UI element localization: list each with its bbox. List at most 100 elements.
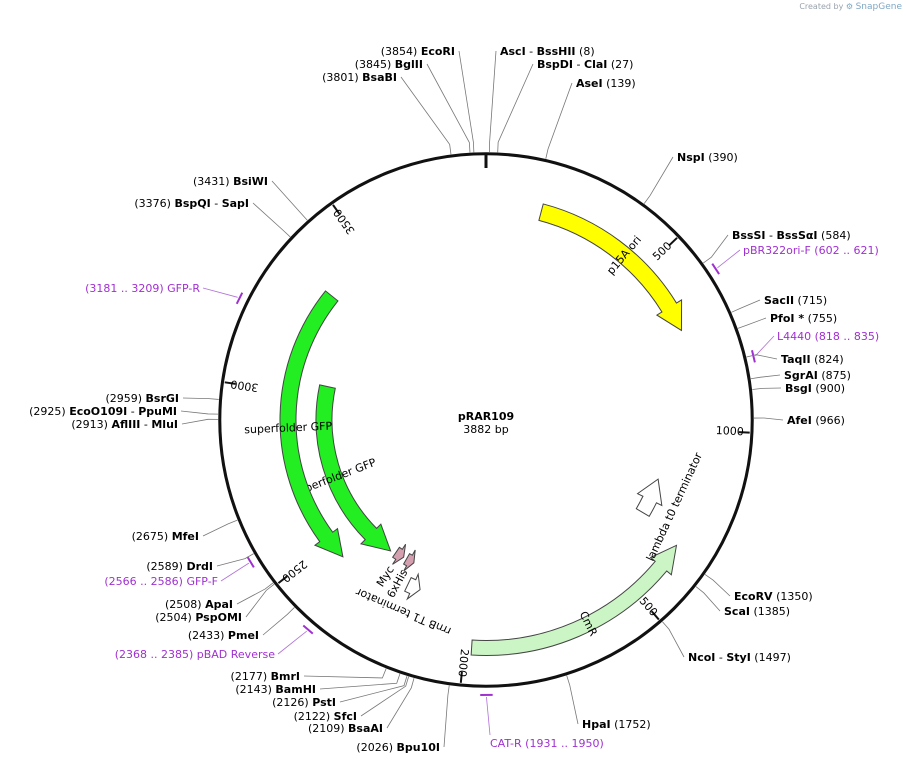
primer-pbr322ori-f[interactable]: pBR322ori-F (602 .. 621) <box>711 244 879 275</box>
site-position: (1497) <box>751 651 791 664</box>
site-name: BmrI <box>271 670 300 683</box>
site-leader <box>319 673 401 690</box>
primer-bar[interactable] <box>246 556 255 568</box>
site-bsrgi[interactable]: (2959) BsrGI <box>105 392 219 405</box>
site-psti[interactable]: (2126) PstI <box>272 675 408 709</box>
site-ecori[interactable]: (3854) EcoRI <box>381 45 475 153</box>
site-ecorv[interactable]: EcoRV (1350) <box>704 574 813 603</box>
site-sfci[interactable]: (2122) SfcI <box>294 676 409 723</box>
site-drdi[interactable]: (2589) DrdI <box>146 553 254 573</box>
site-position: (2675) <box>132 530 172 543</box>
site-ncoi[interactable]: NcoI - StyI (1497) <box>662 621 791 664</box>
site-name: EcoRV <box>734 590 773 603</box>
primer-range: (1931 .. 1950) <box>525 737 604 750</box>
site-bmri[interactable]: (2177) BmrI <box>231 668 387 683</box>
site-sacii[interactable]: SacII (715) <box>731 294 827 313</box>
snapgene-credit: Created by ⚙ SnapGene <box>799 2 902 12</box>
tick-label: 2000 <box>455 648 471 677</box>
feature-arrow[interactable] <box>404 572 421 601</box>
feature-lambda-t0-terminator[interactable]: lambda t0 terminator <box>635 450 705 563</box>
site-bspqi[interactable]: (3376) BspQI - SapI <box>134 197 291 238</box>
primer-l4440[interactable]: L4440 (818 .. 835) <box>751 330 879 363</box>
site-bspdi[interactable]: BspDI - ClaI (27) <box>497 58 634 153</box>
feature-arrow[interactable] <box>538 203 683 332</box>
site-pspomi[interactable]: (2504) PspOMI <box>155 583 275 624</box>
site-name: DrdI <box>186 560 213 573</box>
tick-mark <box>650 610 660 621</box>
site-bamhi[interactable]: (2143) BamHI <box>235 673 401 696</box>
primer-pbad-reverse[interactable]: (2368 .. 2385) pBAD Reverse <box>115 624 314 661</box>
site-afei[interactable]: AfeI (966) <box>753 414 845 427</box>
site-label: (2126) PstI <box>272 696 336 709</box>
site-label: (3431) BsiWI <box>193 175 268 188</box>
site-leader <box>566 675 579 725</box>
site-leader <box>731 299 761 313</box>
primer-bar[interactable] <box>711 263 720 275</box>
site-name: BssSI <box>732 229 766 242</box>
site-bsiwi[interactable]: (3431) BsiWI <box>193 175 308 221</box>
feature-p15a-ori[interactable]: p15A ori <box>538 203 683 332</box>
site-sgrai[interactable]: SgrAI (875) <box>750 369 851 382</box>
primer-bar[interactable] <box>751 349 756 363</box>
feature-label: superfolder GFP <box>244 420 333 437</box>
primer-cat-r[interactable]: CAT-R (1931 .. 1950) <box>480 693 604 750</box>
site-name: BspDI <box>537 58 573 71</box>
site-leader <box>182 397 219 400</box>
site-separator: - <box>211 197 222 210</box>
site-label: SgrAI (875) <box>784 369 851 382</box>
primer-gfp-f[interactable]: (2566 .. 2586) GFP-F <box>104 556 255 588</box>
site-leader <box>458 50 475 153</box>
primer-gfp-r[interactable]: (3181 .. 3209) GFP-R <box>85 282 244 305</box>
feature-superfolder-gfp[interactable]: superfolder GFP <box>291 384 392 552</box>
site-name: BsrGI <box>146 392 179 405</box>
site-pmei[interactable]: (2433) PmeI <box>188 607 295 642</box>
site-scai[interactable]: ScaI (1385) <box>695 586 790 618</box>
site-bsgi[interactable]: BsgI (900) <box>752 382 845 395</box>
primer-bar[interactable] <box>302 624 314 635</box>
feature-arrow[interactable] <box>470 544 678 656</box>
feature-arrow[interactable] <box>391 543 407 565</box>
feature-cmr[interactable]: CmR <box>470 544 678 656</box>
site-position: (715) <box>794 294 827 307</box>
site-ecoo109i[interactable]: (2925) EcoO109I - PpuMI <box>29 405 219 418</box>
site-label: (2177) BmrI <box>231 670 300 683</box>
site-position: (584) <box>818 229 851 242</box>
site-bpu10i[interactable]: (2026) Bpu10I <box>356 685 450 754</box>
site-nspi[interactable]: NspI (390) <box>643 151 738 204</box>
feature-arrow[interactable] <box>635 478 663 518</box>
feature-arrow[interactable] <box>402 549 416 572</box>
site-bsssi[interactable]: BssSI - BssSαI (584) <box>703 229 851 264</box>
site-asei[interactable]: AseI (139) <box>545 77 636 159</box>
site-label: TaqII (824) <box>781 353 844 366</box>
primer-name: L4440 <box>777 330 815 343</box>
site-pfoi[interactable]: PfoI * (755) <box>737 312 837 329</box>
site-position: (3376) <box>134 197 174 210</box>
site-label: BsgI (900) <box>785 382 845 395</box>
site-position: (27) <box>607 58 633 71</box>
primer-name: pBR322ori-F <box>743 244 814 257</box>
primer-range: (2566 .. 2586) <box>104 575 186 588</box>
site-name2: MluI <box>151 418 178 431</box>
site-bsaai[interactable]: (2109) BsaAI <box>308 678 415 735</box>
site-leader <box>704 574 731 597</box>
site-leader <box>202 519 238 537</box>
feature-arrow[interactable] <box>279 290 344 558</box>
site-taqii[interactable]: TaqII (824) <box>746 353 844 366</box>
site-apai[interactable]: (2508) ApaI <box>165 582 274 611</box>
site-position: (3854) <box>381 45 421 58</box>
primer-bar[interactable] <box>235 292 244 305</box>
primer-leader <box>220 562 250 582</box>
feature-superfolder-gfp[interactable]: superfolder GFP <box>244 290 344 558</box>
site-mfei[interactable]: (2675) MfeI <box>132 519 238 543</box>
site-label: (3854) EcoRI <box>381 45 455 58</box>
site-afliii[interactable]: (2913) AflIII - MluI <box>71 418 219 431</box>
site-position: (3845) <box>355 58 395 71</box>
site-hpai[interactable]: HpaI (1752) <box>566 675 651 731</box>
site-name: PspOMI <box>195 611 242 624</box>
site-bsabi[interactable]: (3801) BsaBI <box>322 71 452 155</box>
snapgene-logo-icon: ⚙ <box>845 2 854 11</box>
feature-arrow[interactable] <box>315 384 392 552</box>
site-bglii[interactable]: (3845) BglII <box>355 58 471 153</box>
site-asci[interactable]: AscI - BssHII (8) <box>489 45 595 153</box>
credit-prefix: Created by <box>799 2 844 11</box>
